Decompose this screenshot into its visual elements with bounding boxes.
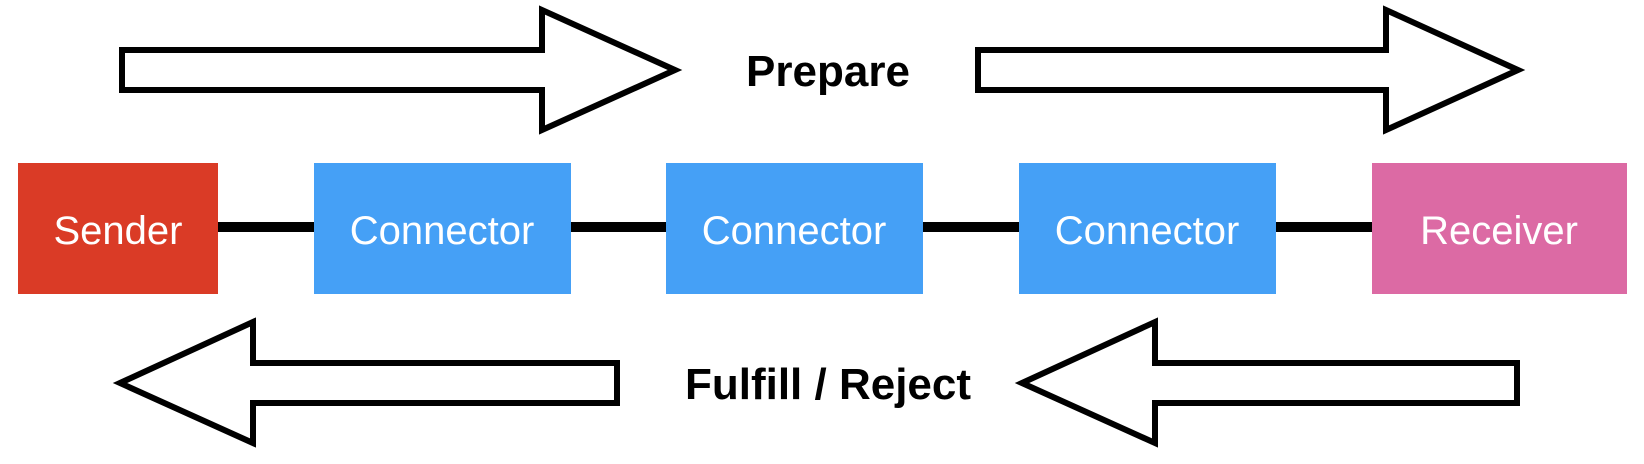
- sender-node: Sender: [18, 163, 218, 294]
- connector-label-2: Connector: [702, 209, 887, 253]
- receiver-box: [1372, 163, 1627, 294]
- sender-box: [18, 163, 218, 294]
- receiver-label: Receiver: [1420, 209, 1578, 253]
- connector-node-1: Connector: [314, 163, 571, 294]
- receiver-node: Receiver: [1372, 163, 1627, 294]
- prepare-arrow-left: [119, 5, 683, 135]
- connector-box-2: [666, 163, 923, 294]
- connector-box-3: [1019, 163, 1276, 294]
- response-arrow-left: [112, 317, 620, 448]
- response-arrow-right: [1014, 317, 1520, 448]
- connector-label-1: Connector: [350, 209, 535, 253]
- connector-label-3: Connector: [1055, 209, 1240, 253]
- prepare-arrow-right: [975, 5, 1526, 135]
- prepare-label: Prepare: [746, 47, 910, 96]
- sender-label: Sender: [54, 209, 183, 253]
- response-label: Fulfill / Reject: [685, 360, 971, 409]
- connector-node-2: Connector: [666, 163, 923, 294]
- connector-node-3: Connector: [1019, 163, 1276, 294]
- connector-box-1: [314, 163, 571, 294]
